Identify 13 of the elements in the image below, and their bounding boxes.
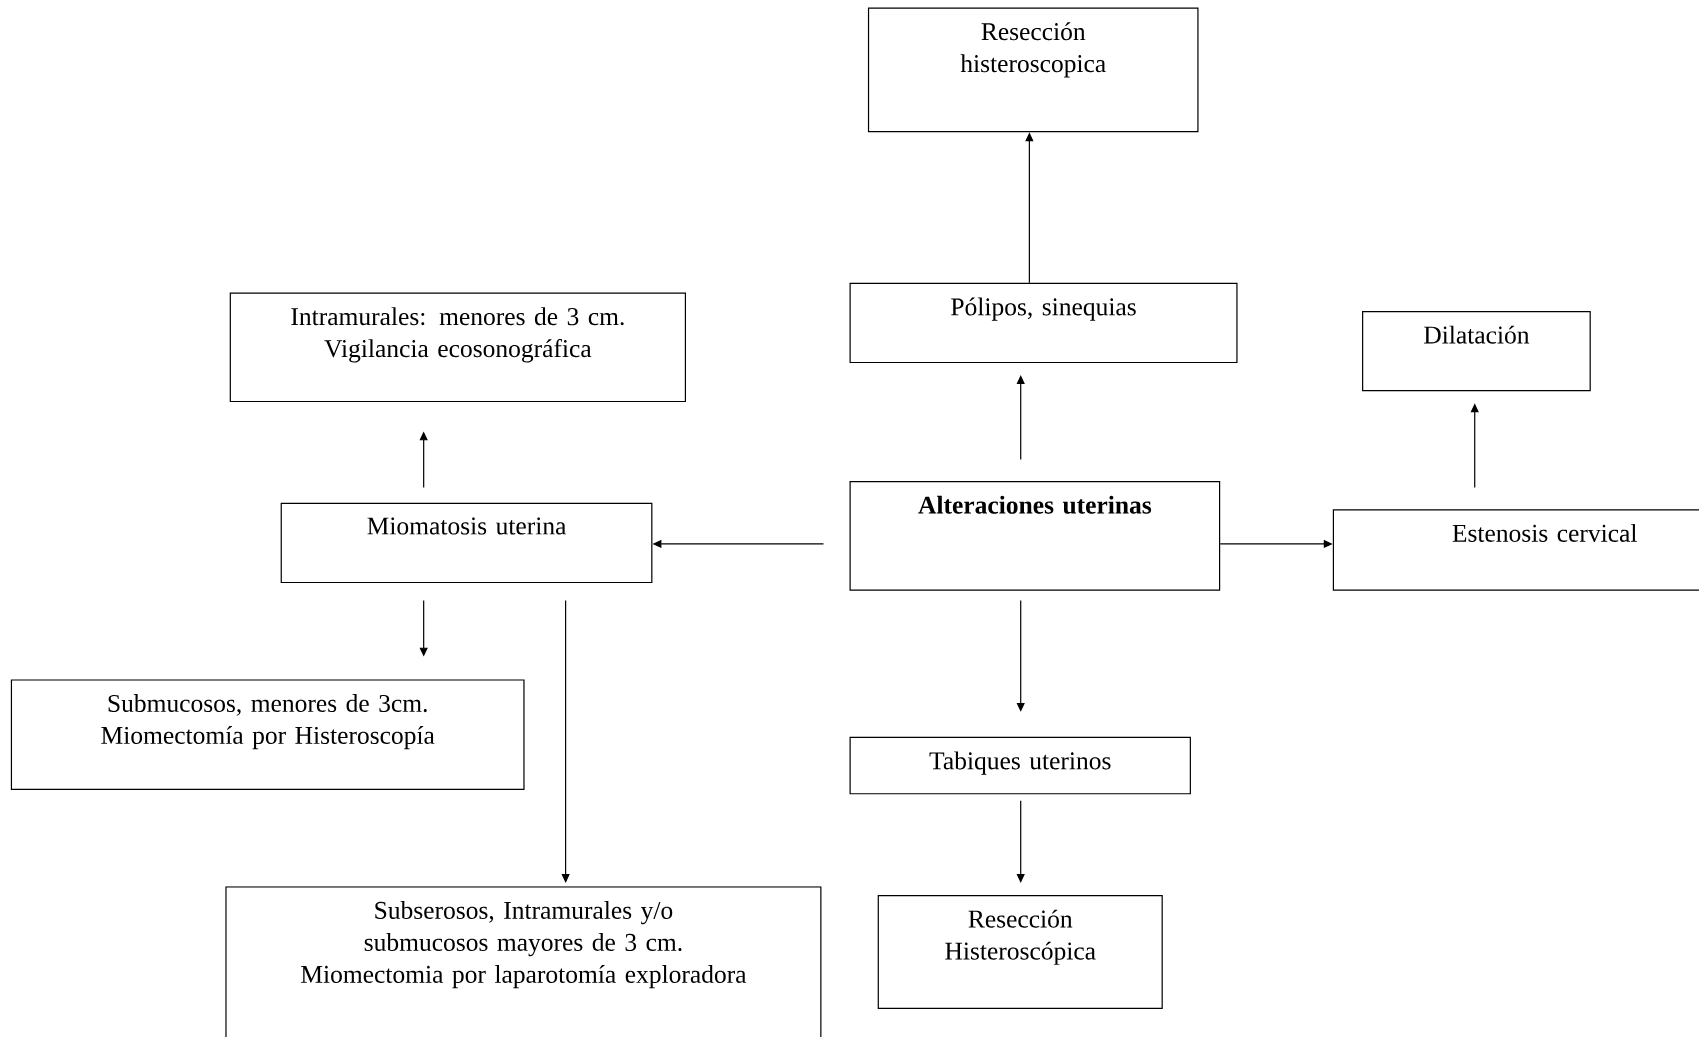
process-box: Subserosos, Intramurales y/o submucosos mayores de 3 cm. Miomectomia por laparotomía exploradora xyxy=(225,886,822,1037)
process-box: Resección Histeroscópica xyxy=(877,895,1163,1009)
process-box: Tabiques uterinos xyxy=(849,736,1191,795)
process-box: Intramurales: menores de 3 cm. Vigilancia ecosonográfica xyxy=(229,292,686,403)
process-box: Submucosos, menores de 3cm. Miomectomía por Histeroscopía xyxy=(10,679,525,791)
arrow xyxy=(1016,599,1025,712)
arrow xyxy=(1016,375,1025,461)
process-box: Estenosis cervical xyxy=(1332,509,1699,591)
process-box: Miomatosis uterina xyxy=(280,502,653,584)
process-box: Resección histeroscopica xyxy=(867,7,1199,133)
process-box: Dilatación xyxy=(1362,311,1591,392)
process-box: Pólipos, sinequias xyxy=(849,282,1238,364)
process-box: Alteraciones uterinas xyxy=(849,481,1221,591)
